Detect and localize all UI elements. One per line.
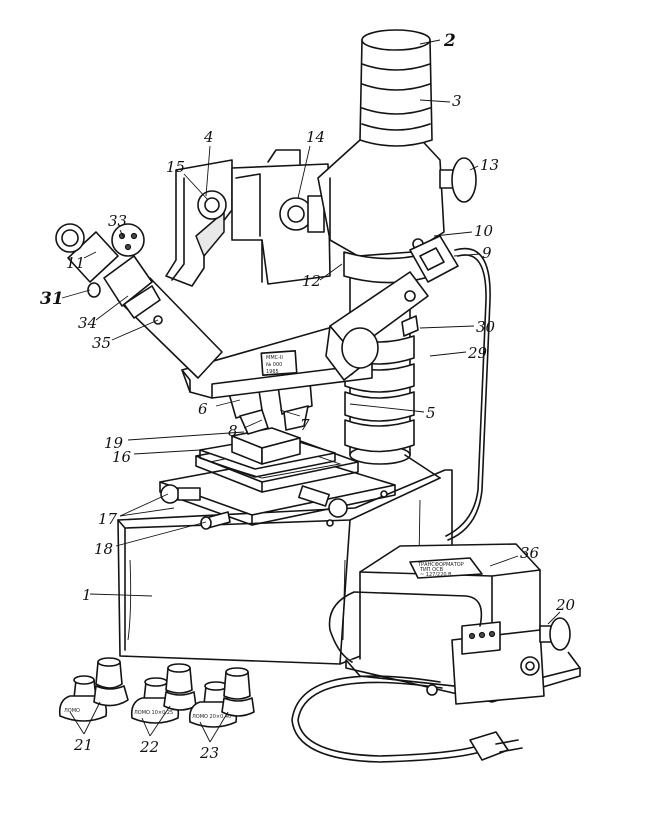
callout-16: 16 <box>112 448 132 466</box>
eyepiece-tube <box>55 223 223 379</box>
objective-21-mark: ЛОМО <box>64 708 80 714</box>
callout-labels: 2 3 4 14 15 13 33 10 9 11 12 31 34 35 30… <box>40 31 576 762</box>
transformer: ТРАНСФОРМАТОР ТИП ОСВ ~ 127/220 В <box>291 543 581 763</box>
illuminator-tube <box>325 235 491 541</box>
transformer-plate-line-2: ТИП ОСВ <box>419 567 444 573</box>
callout-14: 14 <box>306 128 325 146</box>
spare-objectives: ЛОМО ЛОМО 10×0,25 ЛОМО 20×0,40 <box>58 657 255 728</box>
callout-29: 29 <box>467 344 488 362</box>
callout-11: 11 <box>66 254 85 272</box>
callout-19: 19 <box>104 434 124 452</box>
callout-30: 30 <box>476 318 496 336</box>
transformer-plate-line-1: ТРАНСФОРМАТОР <box>417 562 464 568</box>
objective-23-mark: ЛОМО 20×0,40 <box>192 714 231 720</box>
callout-9: 9 <box>482 244 492 262</box>
callout-21: 21 <box>73 736 93 754</box>
callout-5: 5 <box>426 404 436 422</box>
callout-17: 17 <box>98 510 118 528</box>
callout-18: 18 <box>94 540 113 558</box>
transformer-plate-line-3: ~ 127/220 В <box>420 572 452 578</box>
callout-12: 12 <box>302 272 321 290</box>
nameplate-line-2: № 000 <box>266 362 282 368</box>
callout-8: 8 <box>228 422 238 440</box>
callout-3: 3 <box>452 92 462 110</box>
callout-10: 10 <box>474 222 494 240</box>
microscope-head <box>317 29 477 284</box>
illuminator-arm <box>165 149 331 287</box>
callout-35: 35 <box>92 334 111 352</box>
callout-13: 13 <box>480 156 499 174</box>
callout-4: 4 <box>203 128 214 146</box>
callout-34: 34 <box>78 314 97 332</box>
callout-6: 6 <box>198 400 208 418</box>
objective-22-mark: ЛОМО 10×0,25 <box>134 710 173 716</box>
callout-22: 22 <box>139 738 159 756</box>
callout-31: 31 <box>40 289 64 309</box>
callout-2: 2 <box>443 31 456 51</box>
nameplate-line-1: ММС-II <box>266 355 283 361</box>
callout-20: 20 <box>555 596 576 614</box>
specimen-stage <box>159 427 396 530</box>
callout-36: 36 <box>520 544 540 562</box>
nameplate-line-3: 1965 <box>266 369 279 375</box>
callout-1: 1 <box>82 586 92 604</box>
callout-23: 23 <box>199 744 219 762</box>
objectives <box>227 381 313 435</box>
callout-33: 33 <box>108 212 127 230</box>
callout-15: 15 <box>166 158 185 176</box>
leader-lines <box>61 39 561 743</box>
callout-7: 7 <box>300 416 310 434</box>
